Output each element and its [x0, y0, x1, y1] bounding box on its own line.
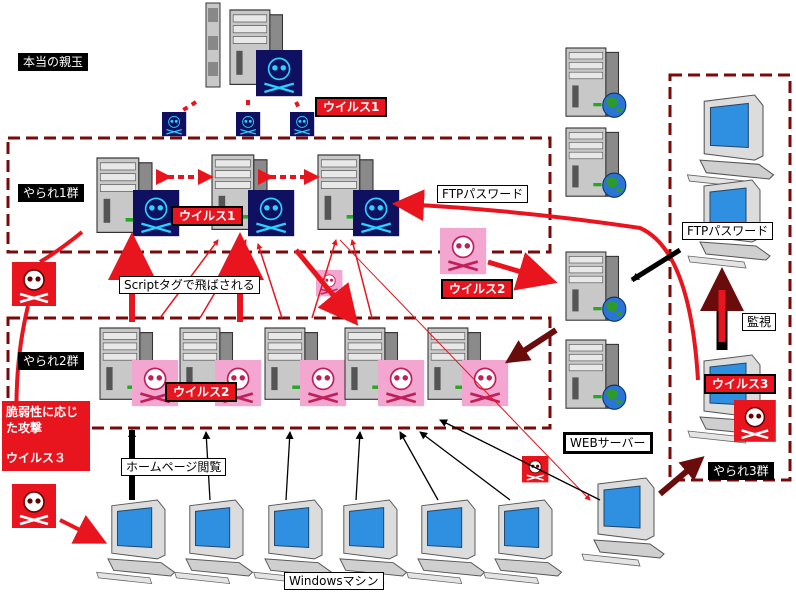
group2-label: やられ2群	[18, 352, 84, 370]
virus3-right-label: ウイルス3	[704, 374, 777, 394]
boss-server	[205, 2, 304, 98]
ftp-password-label-1: FTPパスワード	[437, 185, 529, 203]
virus2-right-label: ウイルス2	[441, 279, 514, 299]
web-server-3	[566, 252, 626, 321]
skull-icon	[10, 260, 58, 308]
script-tag-label: Scriptタグで飛ばされる	[119, 276, 260, 294]
group3-box	[668, 73, 792, 482]
virus1-mid-label: ウイルス1	[171, 206, 244, 226]
skull-icon	[254, 48, 304, 98]
web-server-4	[566, 340, 626, 409]
client-pc-2	[174, 499, 253, 585]
skull-icon	[289, 111, 315, 137]
infected-client-pc	[581, 477, 665, 567]
skull-icon	[351, 188, 401, 238]
attack-note-line2: た攻撃	[6, 421, 43, 435]
homepage-view-label: ホームページ閲覧	[121, 458, 227, 476]
group1-label: やられ1群	[18, 184, 84, 202]
attack-note-line1: 脆弱性に応じ	[6, 405, 79, 419]
group1-box	[6, 136, 552, 254]
monitor-label: 監視	[742, 313, 777, 331]
group3-label: やられ3群	[708, 462, 774, 480]
attack-note-line3: ウイルス３	[6, 451, 67, 465]
virus1-top-label: ウイルス1	[315, 97, 388, 117]
real-boss-label: 本当の親玉	[18, 53, 89, 71]
skull-icon	[10, 482, 58, 530]
attack-note: 脆弱性に応じ た攻撃 ウイルス３	[2, 401, 90, 471]
skull-icon	[298, 358, 348, 408]
virus2-mid-label: ウイルス2	[165, 382, 238, 402]
skull-icon	[460, 358, 510, 408]
windows-machine-label: Windowsマシン	[284, 572, 384, 590]
ftp-password-label-2: FTPパスワード	[682, 222, 774, 240]
skull-icon	[246, 188, 296, 238]
skull-icon	[521, 455, 550, 484]
client-pc-5	[406, 499, 485, 585]
web-server-2	[566, 128, 626, 197]
g3-pc-1	[686, 94, 775, 188]
skull-icon	[438, 226, 488, 276]
skull-icon	[732, 398, 778, 444]
skull-icon	[235, 111, 261, 137]
client-pc-1	[96, 499, 175, 585]
web-server-label: WEBサーバー	[563, 432, 653, 454]
skull-icon	[161, 111, 187, 137]
web-server-1	[566, 48, 626, 117]
client-pc-6	[483, 499, 562, 585]
group2-box	[6, 316, 552, 430]
skull-icon	[376, 358, 426, 408]
